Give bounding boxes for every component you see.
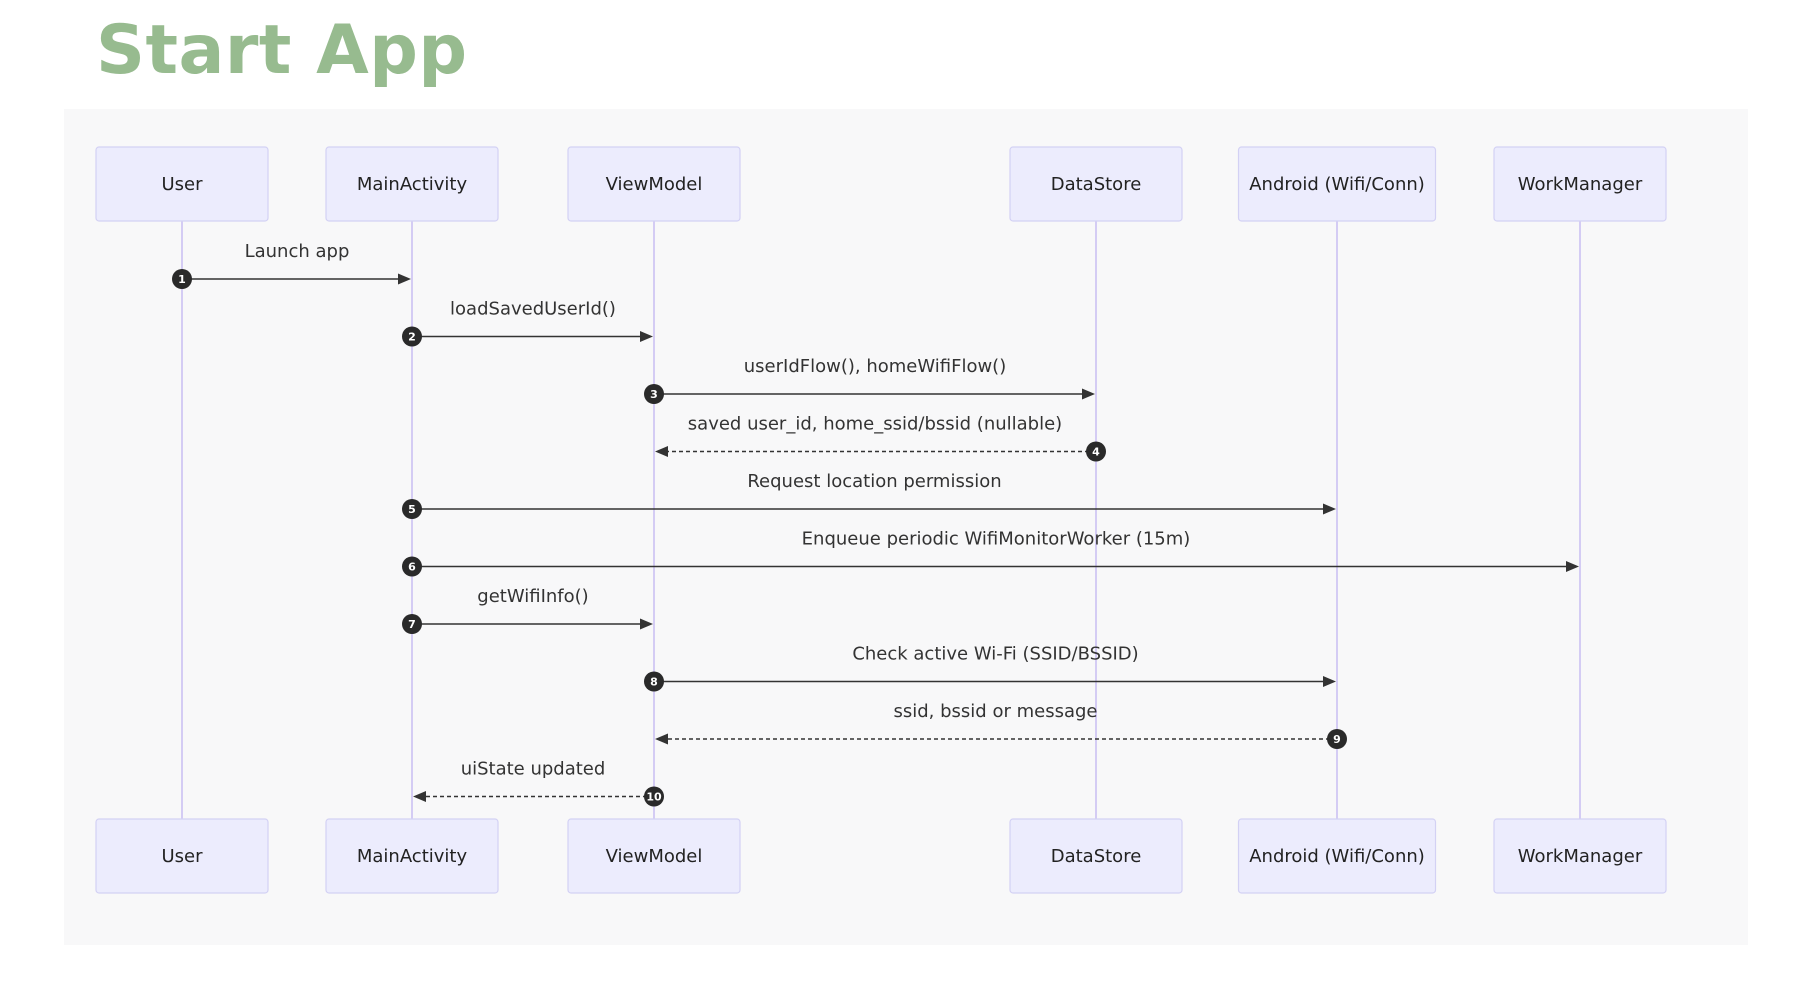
message-label: Enqueue periodic WifiMonitorWorker (15m) xyxy=(802,529,1191,550)
arrowhead xyxy=(1082,388,1095,400)
participant-main-bottom: MainActivity xyxy=(325,818,499,894)
participant-box xyxy=(325,146,499,222)
sequence-number-badge xyxy=(172,269,192,289)
participant-wm-bottom: WorkManager xyxy=(1493,818,1667,894)
message-label: getWifiInfo() xyxy=(477,586,588,607)
participant-box xyxy=(1237,818,1437,894)
arrowhead xyxy=(1323,676,1336,687)
sequence-number: 8 xyxy=(650,676,658,689)
sequence-number-badge xyxy=(644,671,664,692)
arrowhead xyxy=(413,791,426,802)
sequence-number-badge xyxy=(402,614,422,634)
participant-box xyxy=(95,146,269,222)
sequence-number-badge xyxy=(1086,441,1106,462)
participant-vm-bottom: ViewModel xyxy=(567,818,741,894)
sequence-number-badge xyxy=(402,326,422,347)
sequence-number-badge xyxy=(1327,729,1347,749)
participant-wm-top: WorkManager xyxy=(1493,146,1667,222)
participant-android-top: Android (Wifi/Conn) xyxy=(1237,146,1437,222)
arrowhead xyxy=(640,331,653,342)
message-label: uiState updated xyxy=(461,759,606,780)
sequence-number: 9 xyxy=(1333,733,1341,746)
message-label: Launch app xyxy=(245,241,350,262)
message-label: saved user_id, home_ssid/bssid (nullable… xyxy=(688,414,1062,435)
participant-box xyxy=(95,818,269,894)
participant-box xyxy=(1009,818,1183,894)
message-4: saved user_id, home_ssid/bssid (nullable… xyxy=(655,414,1106,462)
participant-box xyxy=(567,818,741,894)
message-label: Request location permission xyxy=(747,471,1001,492)
arrowhead xyxy=(1323,503,1336,515)
participant-label: WorkManager xyxy=(1518,174,1643,195)
sequence-number-badge xyxy=(644,786,664,807)
participant-vm-top: ViewModel xyxy=(567,146,741,222)
sequence-number: 4 xyxy=(1092,446,1100,459)
message-3: userIdFlow(), homeWifiFlow() 3 xyxy=(644,356,1095,404)
participant-label: MainActivity xyxy=(357,174,468,195)
sequence-number: 2 xyxy=(408,331,416,344)
sequence-number: 5 xyxy=(408,503,416,516)
participant-label: Android (Wifi/Conn) xyxy=(1249,846,1425,867)
participant-main-top: MainActivity xyxy=(325,146,499,222)
participant-box xyxy=(1237,146,1437,222)
arrowhead xyxy=(1566,561,1579,572)
participant-label: WorkManager xyxy=(1518,846,1643,867)
sequence-number: 6 xyxy=(408,561,416,574)
message-label: userIdFlow(), homeWifiFlow() xyxy=(744,356,1006,377)
participant-label: DataStore xyxy=(1051,846,1142,867)
sequence-diagram: UserUserMainActivityMainActivityViewMode… xyxy=(95,146,1667,894)
message-6: Enqueue periodic WifiMonitorWorker (15m)… xyxy=(402,529,1579,577)
participant-label: User xyxy=(161,174,203,195)
participant-box xyxy=(1493,146,1667,222)
participant-ds-bottom: DataStore xyxy=(1009,818,1183,894)
participant-android-bottom: Android (Wifi/Conn) xyxy=(1237,818,1437,894)
participant-label: MainActivity xyxy=(357,846,468,867)
participant-box xyxy=(567,146,741,222)
sequence-number-badge xyxy=(402,556,422,577)
page-title: Start App xyxy=(96,11,468,90)
participant-box xyxy=(1493,818,1667,894)
message-2: loadSavedUserId() 2 xyxy=(402,299,653,347)
participant-user-bottom: User xyxy=(95,818,269,894)
participant-user-top: User xyxy=(95,146,269,222)
participant-box xyxy=(1009,146,1183,222)
message-label: ssid, bssid or message xyxy=(894,701,1098,722)
message-7: getWifiInfo() 7 xyxy=(402,586,653,634)
sequence-number: 1 xyxy=(178,273,186,286)
sequence-number-badge xyxy=(402,499,422,519)
sequence-number: 7 xyxy=(408,618,416,631)
arrowhead xyxy=(398,273,411,285)
message-1: Launch app 1 xyxy=(172,241,411,289)
arrowhead xyxy=(640,618,653,630)
participant-label: Android (Wifi/Conn) xyxy=(1249,174,1425,195)
message-label: Check active Wi-Fi (SSID/BSSID) xyxy=(852,644,1138,665)
message-9: ssid, bssid or message 9 xyxy=(655,701,1347,749)
participant-label: ViewModel xyxy=(606,846,703,867)
arrowhead xyxy=(655,446,668,457)
message-label: loadSavedUserId() xyxy=(450,299,616,320)
arrowhead xyxy=(655,733,668,745)
participant-label: User xyxy=(161,846,203,867)
message-10: uiState updated 10 xyxy=(413,759,664,807)
message-5: Request location permission 5 xyxy=(402,471,1336,519)
participant-box xyxy=(325,818,499,894)
participant-ds-top: DataStore xyxy=(1009,146,1183,222)
message-8: Check active Wi-Fi (SSID/BSSID) 8 xyxy=(644,644,1336,692)
sequence-number: 3 xyxy=(650,388,658,401)
participant-label: ViewModel xyxy=(606,174,703,195)
sequence-number-badge xyxy=(644,384,664,404)
sequence-number: 10 xyxy=(646,791,662,804)
participant-label: DataStore xyxy=(1051,174,1142,195)
